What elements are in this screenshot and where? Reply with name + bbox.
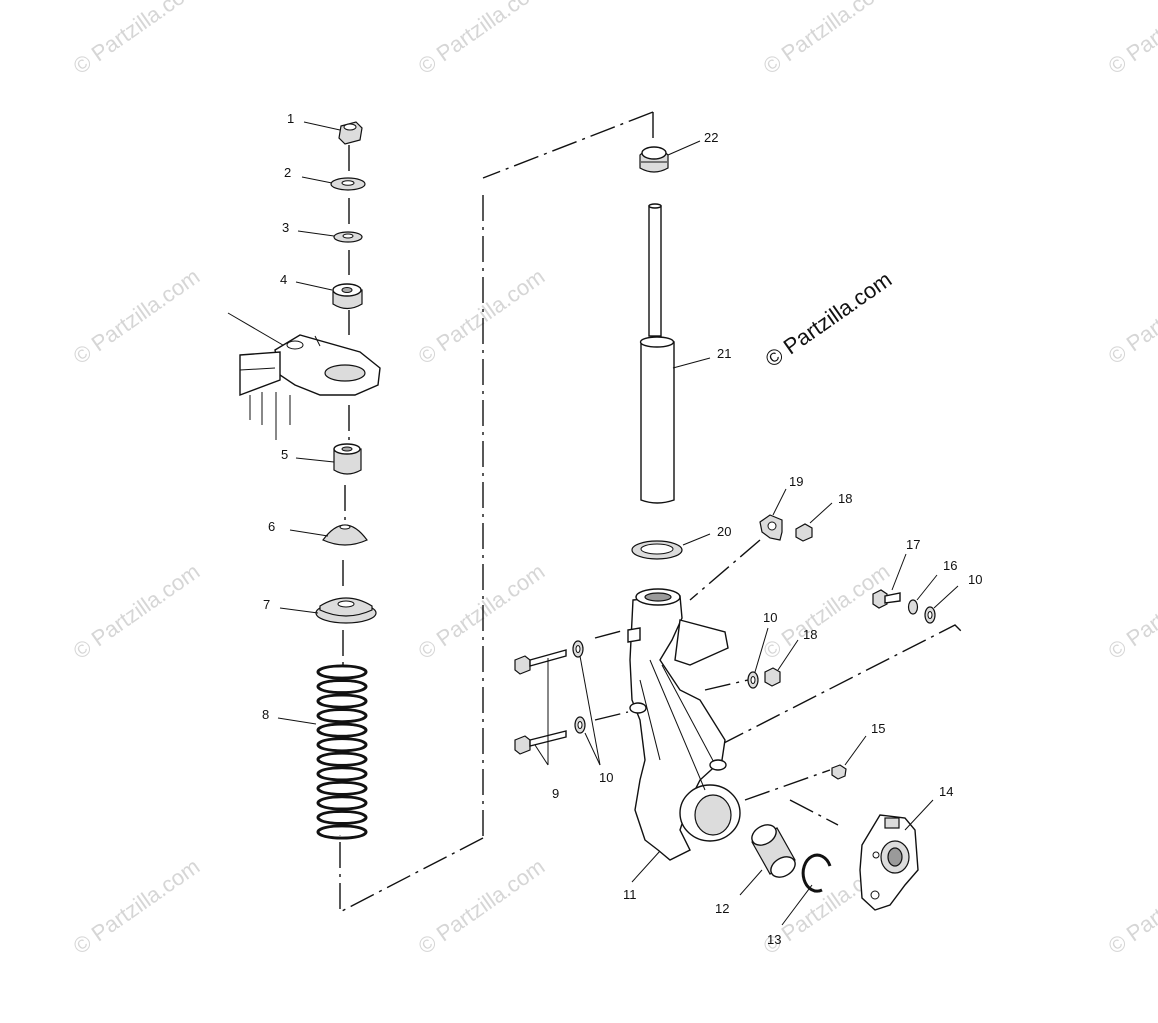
spring-coil <box>316 751 368 767</box>
spring-coil <box>316 693 368 709</box>
spring-coil <box>316 708 368 724</box>
watermark: © Partzilla.com <box>69 559 205 665</box>
part-knuckle-11[interactable] <box>627 588 741 861</box>
callout-19: 19 <box>789 474 803 489</box>
spring-coil-highlight <box>320 798 364 808</box>
spring-coil-highlight <box>320 667 364 677</box>
watermark: © Partzilla.com <box>69 0 205 79</box>
watermark: © Partzilla.com <box>69 854 205 960</box>
part-nut-1[interactable] <box>338 121 363 145</box>
watermark: © Partzilla.com <box>1104 0 1158 79</box>
callout-9: 9 <box>552 786 559 801</box>
part-bolt-17[interactable] <box>872 589 901 609</box>
watermark: © Partzilla.com <box>759 0 895 79</box>
part-coil-spring-8[interactable] <box>316 664 368 840</box>
spring-coil <box>316 722 368 738</box>
part-brake-caliper-14[interactable] <box>859 814 919 911</box>
watermark: © Partzilla.com <box>1104 559 1158 665</box>
part-bolt-9-upper[interactable] <box>514 649 567 675</box>
watermark: © Partzilla.com <box>1104 854 1158 960</box>
watermark: © Partzilla.com <box>1104 264 1158 370</box>
callout-3: 3 <box>282 220 289 235</box>
callout-5: 5 <box>281 447 288 462</box>
callout-17: 17 <box>906 537 920 552</box>
callout-18-b: 18 <box>803 627 817 642</box>
part-washer-2[interactable] <box>330 177 366 191</box>
callout-10-a: 10 <box>599 770 613 785</box>
part-nut-18-upper[interactable] <box>795 523 813 542</box>
part-washer-3[interactable] <box>333 231 363 243</box>
watermark-grid: © Partzilla.com © Partzilla.com © Partzi… <box>69 0 1158 959</box>
part-washer-10-upper[interactable] <box>572 640 584 658</box>
part-shock-absorber-21[interactable] <box>639 203 675 504</box>
upper-mount-bracket <box>227 312 381 440</box>
spring-coil-highlight <box>320 754 364 764</box>
part-spacer-5[interactable] <box>333 443 362 475</box>
callout-7: 7 <box>263 597 270 612</box>
callout-11: 11 <box>623 887 637 902</box>
callout-21: 21 <box>717 346 731 361</box>
watermark-center: © Partzilla.com <box>761 267 897 373</box>
callout-20: 20 <box>717 524 731 539</box>
callout-18-a: 18 <box>838 491 852 506</box>
spring-coil <box>316 795 368 811</box>
part-washer-10-right[interactable] <box>924 606 936 624</box>
part-bump-stop-22[interactable] <box>639 146 669 173</box>
part-grease-fitting-15[interactable] <box>831 764 847 780</box>
callout-10-b: 10 <box>763 610 777 625</box>
part-bearing-12[interactable] <box>748 821 799 882</box>
callout-15: 15 <box>871 721 885 736</box>
assembly-lines <box>339 111 963 914</box>
watermark: © Partzilla.com <box>414 264 550 370</box>
callout-8: 8 <box>262 707 269 722</box>
part-washer-10-lower[interactable] <box>574 716 586 734</box>
leader-lines <box>277 121 959 926</box>
spring-coil <box>316 679 368 695</box>
callout-2: 2 <box>284 165 291 180</box>
callout-13: 13 <box>767 932 781 947</box>
callout-12: 12 <box>715 901 729 916</box>
spring-coil <box>316 664 368 680</box>
spring-coil-highlight <box>320 681 364 692</box>
callout-22: 22 <box>704 130 718 145</box>
part-lock-washer-16[interactable] <box>907 599 919 615</box>
callout-14: 14 <box>939 784 953 799</box>
watermark: © Partzilla.com <box>414 559 550 665</box>
callout-4: 4 <box>280 272 287 287</box>
spring-coil <box>316 766 368 782</box>
spring-coil-highlight <box>320 769 364 779</box>
part-bolt-9-lower[interactable] <box>514 730 567 755</box>
watermark: © Partzilla.com <box>759 559 895 665</box>
spring-coil <box>316 780 368 796</box>
spring-coil-highlight <box>320 783 364 793</box>
callout-1: 1 <box>287 111 294 126</box>
part-bushing-4[interactable] <box>332 283 363 310</box>
callout-labels: 1 2 3 4 5 6 7 8 9 10 10 10 10 11 12 13 1… <box>262 111 982 947</box>
callout-10-c: 10 <box>968 572 982 587</box>
part-spring-seat-7[interactable] <box>315 597 377 624</box>
spring-coil-highlight <box>320 812 364 823</box>
part-washer-10-mid[interactable] <box>747 671 759 689</box>
spring-coil <box>316 824 368 840</box>
watermark: © Partzilla.com <box>414 0 550 79</box>
spring-coil <box>316 737 368 753</box>
callout-16: 16 <box>943 558 957 573</box>
spring-coil <box>316 809 368 825</box>
part-nut-18-lower[interactable] <box>764 667 781 687</box>
watermark: © Partzilla.com <box>414 854 550 960</box>
part-washer-20[interactable] <box>631 540 683 560</box>
spring-coil-highlight <box>320 740 364 750</box>
part-clamp-19[interactable] <box>759 514 783 541</box>
spring-coil-highlight <box>320 827 364 837</box>
spring-coil-highlight <box>320 711 364 721</box>
part-snap-ring-13[interactable] <box>801 853 832 893</box>
part-dome-6[interactable] <box>322 524 368 546</box>
watermark: © Partzilla.com <box>69 264 205 370</box>
callout-6: 6 <box>268 519 275 534</box>
spring-coil-highlight <box>320 725 364 735</box>
spring-coil-highlight <box>320 696 364 706</box>
